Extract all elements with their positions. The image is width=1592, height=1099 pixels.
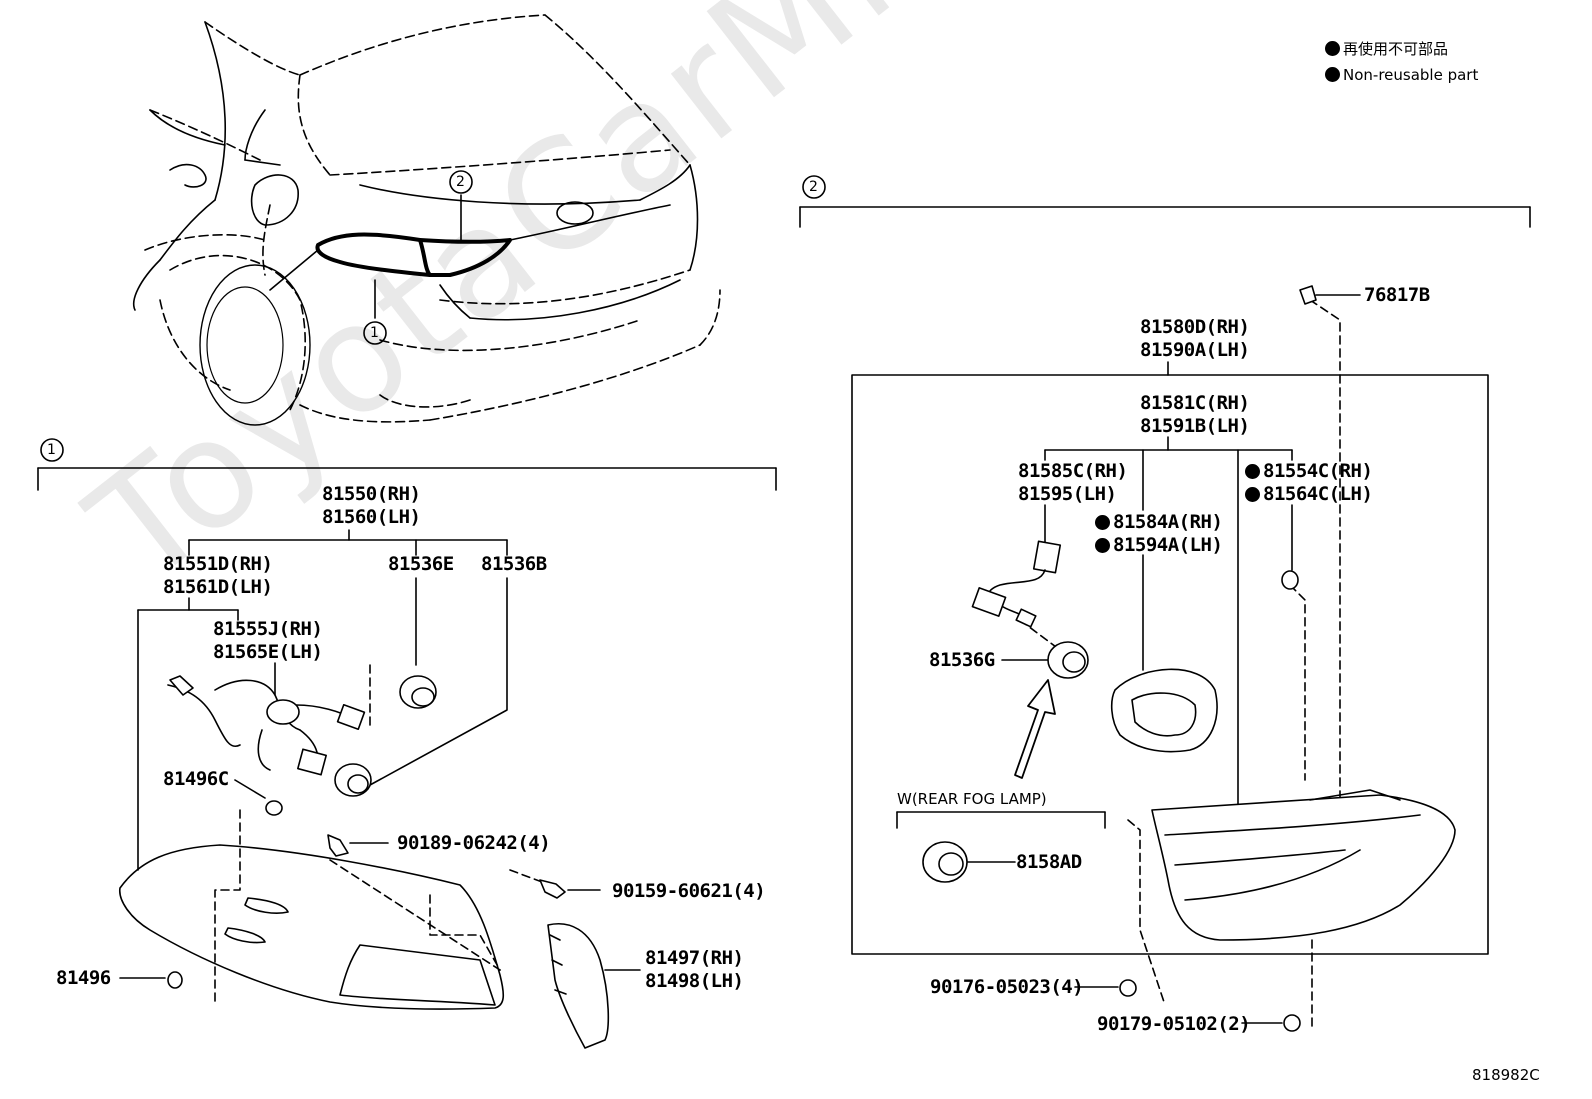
part-90176-05023[interactable]: 90176-05023(4): [930, 976, 1084, 998]
part-81565E[interactable]: 81565E(LH): [213, 641, 323, 663]
part-81497[interactable]: 81497(RH): [645, 947, 744, 969]
group1-parts: [119, 664, 610, 1049]
group2-frame: [799, 206, 1531, 1024]
non-reusable-dot-icon: [1325, 67, 1340, 82]
part-90179-05102[interactable]: 90179-05102(2): [1097, 1013, 1251, 1035]
part-81595[interactable]: 81595(LH): [1018, 483, 1117, 505]
non-reusable-dot-icon: [1095, 538, 1110, 553]
part-90189-06242[interactable]: 90189-06242(4): [397, 832, 551, 854]
part-81584A[interactable]: 81584A(RH): [1095, 511, 1223, 533]
part-81536B[interactable]: 81536B: [481, 553, 547, 575]
part-81585C[interactable]: 81585C(RH): [1018, 460, 1128, 482]
part-81581C[interactable]: 81581C(RH): [1140, 392, 1250, 414]
group2-parts: [922, 285, 1456, 1032]
legend-jp: 再使用不可部品: [1325, 40, 1448, 58]
part-8158AD[interactable]: 8158AD: [1016, 851, 1082, 873]
part-81536E[interactable]: 81536E: [388, 553, 454, 575]
callout-1-car: 1: [370, 325, 379, 341]
part-81561D[interactable]: 81561D(LH): [163, 576, 273, 598]
non-reusable-dot-icon: [1325, 41, 1340, 56]
callout-2-section: 2: [809, 179, 818, 195]
non-reusable-dot-icon: [1245, 464, 1260, 479]
part-81555J[interactable]: 81555J(RH): [213, 618, 323, 640]
part-81580D[interactable]: 81580D(RH): [1140, 316, 1250, 338]
part-81498[interactable]: 81498(LH): [645, 970, 744, 992]
group1-frame: [37, 467, 777, 979]
fog-lamp-title: W(REAR FOG LAMP): [897, 790, 1047, 808]
non-reusable-dot-icon: [1245, 487, 1260, 502]
legend-en: Non-reusable part: [1325, 66, 1478, 84]
part-90159-60621[interactable]: 90159-60621(4): [612, 880, 766, 902]
part-81564C[interactable]: 81564C(LH): [1245, 483, 1373, 505]
part-81591B[interactable]: 81591B(LH): [1140, 415, 1250, 437]
part-81496C[interactable]: 81496C: [163, 768, 229, 790]
part-76817B[interactable]: 76817B: [1364, 284, 1430, 306]
callout-1-section: 1: [47, 442, 56, 458]
non-reusable-dot-icon: [1095, 515, 1110, 530]
part-81496[interactable]: 81496: [56, 967, 111, 989]
callout-2-top: 2: [456, 174, 465, 190]
part-81536G[interactable]: 81536G: [929, 649, 995, 671]
part-81594A[interactable]: 81594A(LH): [1095, 534, 1223, 556]
part-81551D[interactable]: 81551D(RH): [163, 553, 273, 575]
figure-id: 818982C: [1472, 1066, 1540, 1084]
part-81550[interactable]: 81550(RH): [322, 483, 421, 505]
part-81554C[interactable]: 81554C(RH): [1245, 460, 1373, 482]
part-81560[interactable]: 81560(LH): [322, 506, 421, 528]
part-81590A[interactable]: 81590A(LH): [1140, 339, 1250, 361]
car-illustration: [133, 14, 721, 426]
